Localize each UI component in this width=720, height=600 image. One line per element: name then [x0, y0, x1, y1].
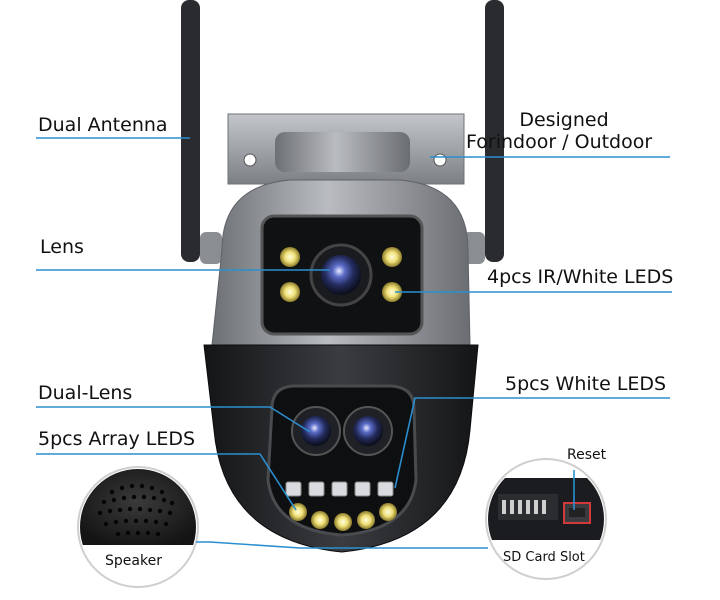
dual-antenna-label: Dual Antenna	[38, 114, 168, 136]
right-antenna	[485, 0, 504, 262]
sd-card-slot-label: SD Card Slot	[503, 550, 585, 565]
lens-label: Lens	[40, 236, 84, 258]
left-antenna	[181, 0, 200, 262]
dual-lens-label: Dual-Lens	[38, 382, 133, 404]
ir-white-leds-label: 4pcs IR/White LEDS	[487, 266, 674, 288]
array-leds	[285, 481, 394, 497]
designed-label-line2: Forindoor / Outdoor	[466, 131, 653, 153]
ir-led	[382, 247, 402, 267]
speaker-inset	[77, 466, 199, 588]
speaker-label: Speaker	[105, 553, 162, 569]
array-leds-label: 5pcs Array LEDS	[38, 428, 196, 450]
designed-label-line1: Designed	[519, 109, 609, 131]
leader-lines	[36, 137, 672, 549]
white-leds-label: 5pcs White LEDS	[505, 373, 667, 395]
ir-led	[382, 282, 402, 302]
reset-label: Reset	[567, 447, 607, 463]
ir-led	[280, 247, 300, 267]
ir-led	[280, 282, 300, 302]
